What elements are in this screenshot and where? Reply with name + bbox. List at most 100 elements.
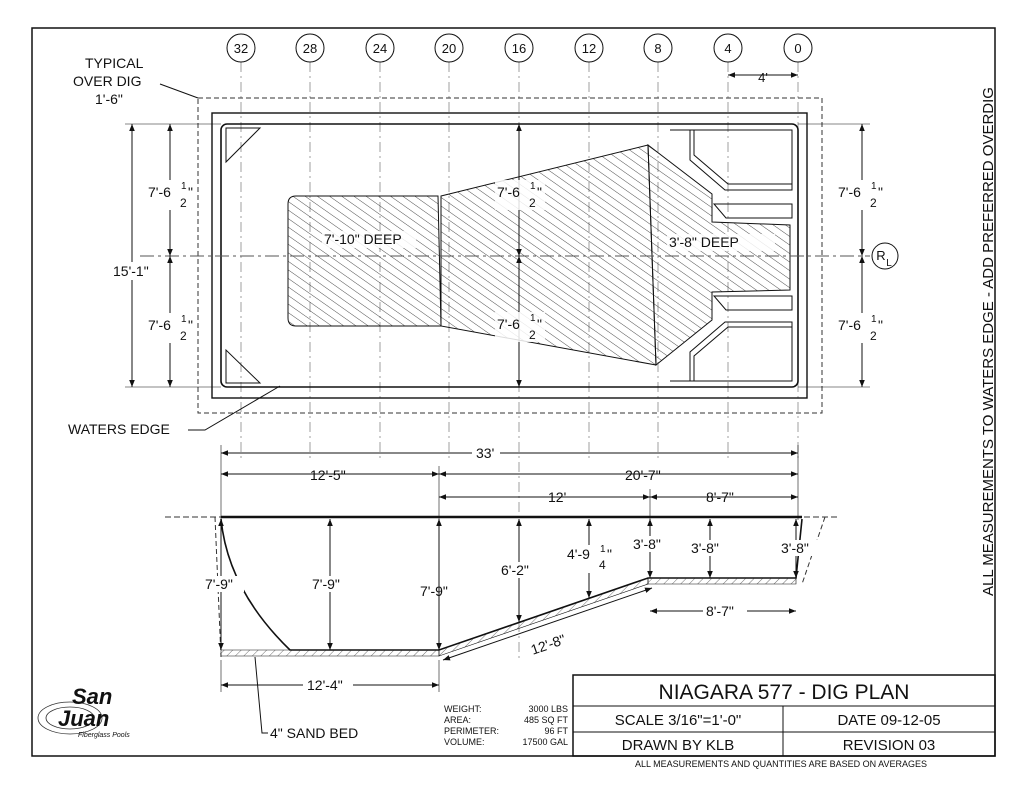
right-lower-frac-close: "	[878, 317, 883, 333]
mid-upper-frac-close: "	[537, 184, 542, 200]
left-lower-frac-num: 1	[181, 314, 187, 325]
floor-length-dimension: 12'-4"	[307, 677, 343, 693]
shallow-end-label: 3'-8" DEEP	[669, 234, 739, 250]
slope-length: 12'-8"	[529, 631, 568, 658]
waters-edge-leader	[188, 385, 281, 431]
depth-quarter-num: 1	[600, 544, 606, 555]
left-run-dimension: 12'-5"	[310, 467, 346, 483]
specs-table: WEIGHT: 3000 LBS AREA: 485 SQ FT PERIMET…	[444, 704, 569, 747]
shallow-end-floor	[647, 143, 791, 367]
right-upper-frac-num: 1	[871, 181, 877, 192]
depth-shallow-1: 3'-8"	[633, 536, 661, 552]
entry-steps	[670, 129, 793, 382]
right-upper-dimension: 7'-6	[838, 184, 861, 200]
left-lower-frac-close: "	[188, 317, 193, 333]
left-upper-frac-den: 2	[180, 196, 187, 210]
total-width-dimension: 15'-1"	[113, 263, 149, 279]
spec-value-perimeter: 96 FT	[544, 726, 568, 736]
over-dig-label-2: OVER DIG	[73, 73, 141, 89]
grid-label-28: 28	[303, 41, 317, 56]
depth-quarter: 4'-9	[567, 546, 590, 562]
san-juan-logo: San Juan Fiberglass Pools	[37, 684, 130, 739]
slope-length-line	[442, 587, 653, 661]
left-lower-dimension: 7'-6	[148, 317, 171, 333]
over-dig-leader	[159, 83, 199, 99]
depth-slope: 6'-2"	[501, 562, 529, 578]
spec-value-weight: 3000 LBS	[528, 704, 568, 714]
grid-bubbles: 32 28 24 20 16 12 8 4 0	[226, 33, 813, 63]
mid-lower-frac-den: 2	[529, 328, 536, 342]
pool-outer-wall	[211, 112, 808, 399]
grid-label-8: 8	[654, 41, 661, 56]
right-upper-frac-den: 2	[870, 196, 877, 210]
deep-end-label: 7'-10" DEEP	[324, 231, 402, 247]
corner-step-bottom-left	[225, 348, 262, 384]
depth-break: 7'-9"	[420, 583, 448, 599]
spec-label-perimeter: PERIMETER:	[444, 726, 499, 736]
over-dig-dimension: 1'-6"	[95, 91, 123, 107]
depth-quarter-den: 4	[599, 558, 606, 572]
left-upper-frac-close: "	[188, 184, 193, 200]
mid-upper-frac-den: 2	[529, 196, 536, 210]
center-line-l: L	[886, 258, 892, 269]
waters-edge-label: WATERS EDGE	[68, 421, 170, 437]
mid-lower-dimension: 7'-6	[497, 316, 520, 332]
left-upper-dimension: 7'-6	[148, 184, 171, 200]
total-length-dimension: 33'	[476, 445, 494, 461]
sand-bed-shallow	[647, 577, 797, 585]
mid-upper-frac-num: 1	[530, 181, 536, 192]
grid-label-20: 20	[442, 41, 456, 56]
depth-shallow-3: 3'-8"	[781, 540, 809, 556]
spec-label-area: AREA:	[444, 715, 471, 725]
footnote: ALL MEASUREMENTS AND QUANTITIES ARE BASE…	[635, 759, 927, 769]
grid-label-12: 12	[582, 41, 596, 56]
right-lower-frac-num: 1	[871, 314, 877, 325]
spec-value-area: 485 SQ FT	[524, 715, 569, 725]
corner-step-top-left	[225, 127, 262, 164]
spec-label-volume: VOLUME:	[444, 737, 485, 747]
depth-left: 7'-9"	[205, 576, 233, 592]
grid-label-16: 16	[512, 41, 526, 56]
right-upper-frac-close: "	[878, 184, 883, 200]
grid-label-0: 0	[794, 41, 801, 56]
side-note: ALL MEASUREMENTS TO WATERS EDGE - ADD PR…	[980, 87, 997, 596]
deep-end-floor	[287, 195, 442, 327]
shallow-floor-dimension: 8'-7"	[706, 603, 734, 619]
sheet-border	[31, 27, 996, 757]
logo-line-2: Juan	[58, 706, 109, 731]
title: NIAGARA 577 - DIG PLAN	[659, 681, 910, 704]
mid-lower-frac-num: 1	[530, 313, 536, 324]
logo-line-1: San	[72, 684, 112, 709]
title-block	[572, 674, 996, 757]
depth-mid: 7'-9"	[312, 576, 340, 592]
mid-upper-dimension: 7'-6	[497, 184, 520, 200]
spec-label-weight: WEIGHT:	[444, 704, 482, 714]
section-horizontal-dimension-lines	[220, 445, 799, 520]
logo-tagline: Fiberglass Pools	[78, 732, 130, 739]
spec-value-volume: 17500 GAL	[522, 737, 568, 747]
center-line-symbol	[871, 242, 899, 270]
right-lower-dimension: 7'-6	[838, 317, 861, 333]
slope-run-dimension: 12'	[548, 489, 566, 505]
left-upper-frac-num: 1	[181, 181, 187, 192]
depth-quarter-close: "	[607, 546, 612, 562]
shallow-run-dimension: 8'-7"	[706, 489, 734, 505]
top-dimension: 4'	[758, 70, 768, 85]
right-run-dimension: 20'-7"	[625, 467, 661, 483]
depth-shallow-2: 3'-8"	[691, 540, 719, 556]
grid-label-4: 4	[724, 41, 731, 56]
sand-bed-deep	[220, 649, 440, 657]
drawn-by: DRAWN BY KLB	[622, 737, 735, 754]
sand-bed-leader	[254, 656, 268, 734]
scale: SCALE 3/16"=1'-0"	[615, 712, 742, 729]
left-lower-frac-den: 2	[180, 329, 187, 343]
date: DATE 09-12-05	[837, 712, 940, 729]
mid-lower-frac-close: "	[537, 316, 542, 332]
right-lower-frac-den: 2	[870, 329, 877, 343]
grid-label-32: 32	[234, 41, 248, 56]
revision: REVISION 03	[843, 737, 936, 754]
sand-bed-label: 4" SAND BED	[270, 725, 358, 741]
center-line-r: R	[876, 248, 885, 263]
